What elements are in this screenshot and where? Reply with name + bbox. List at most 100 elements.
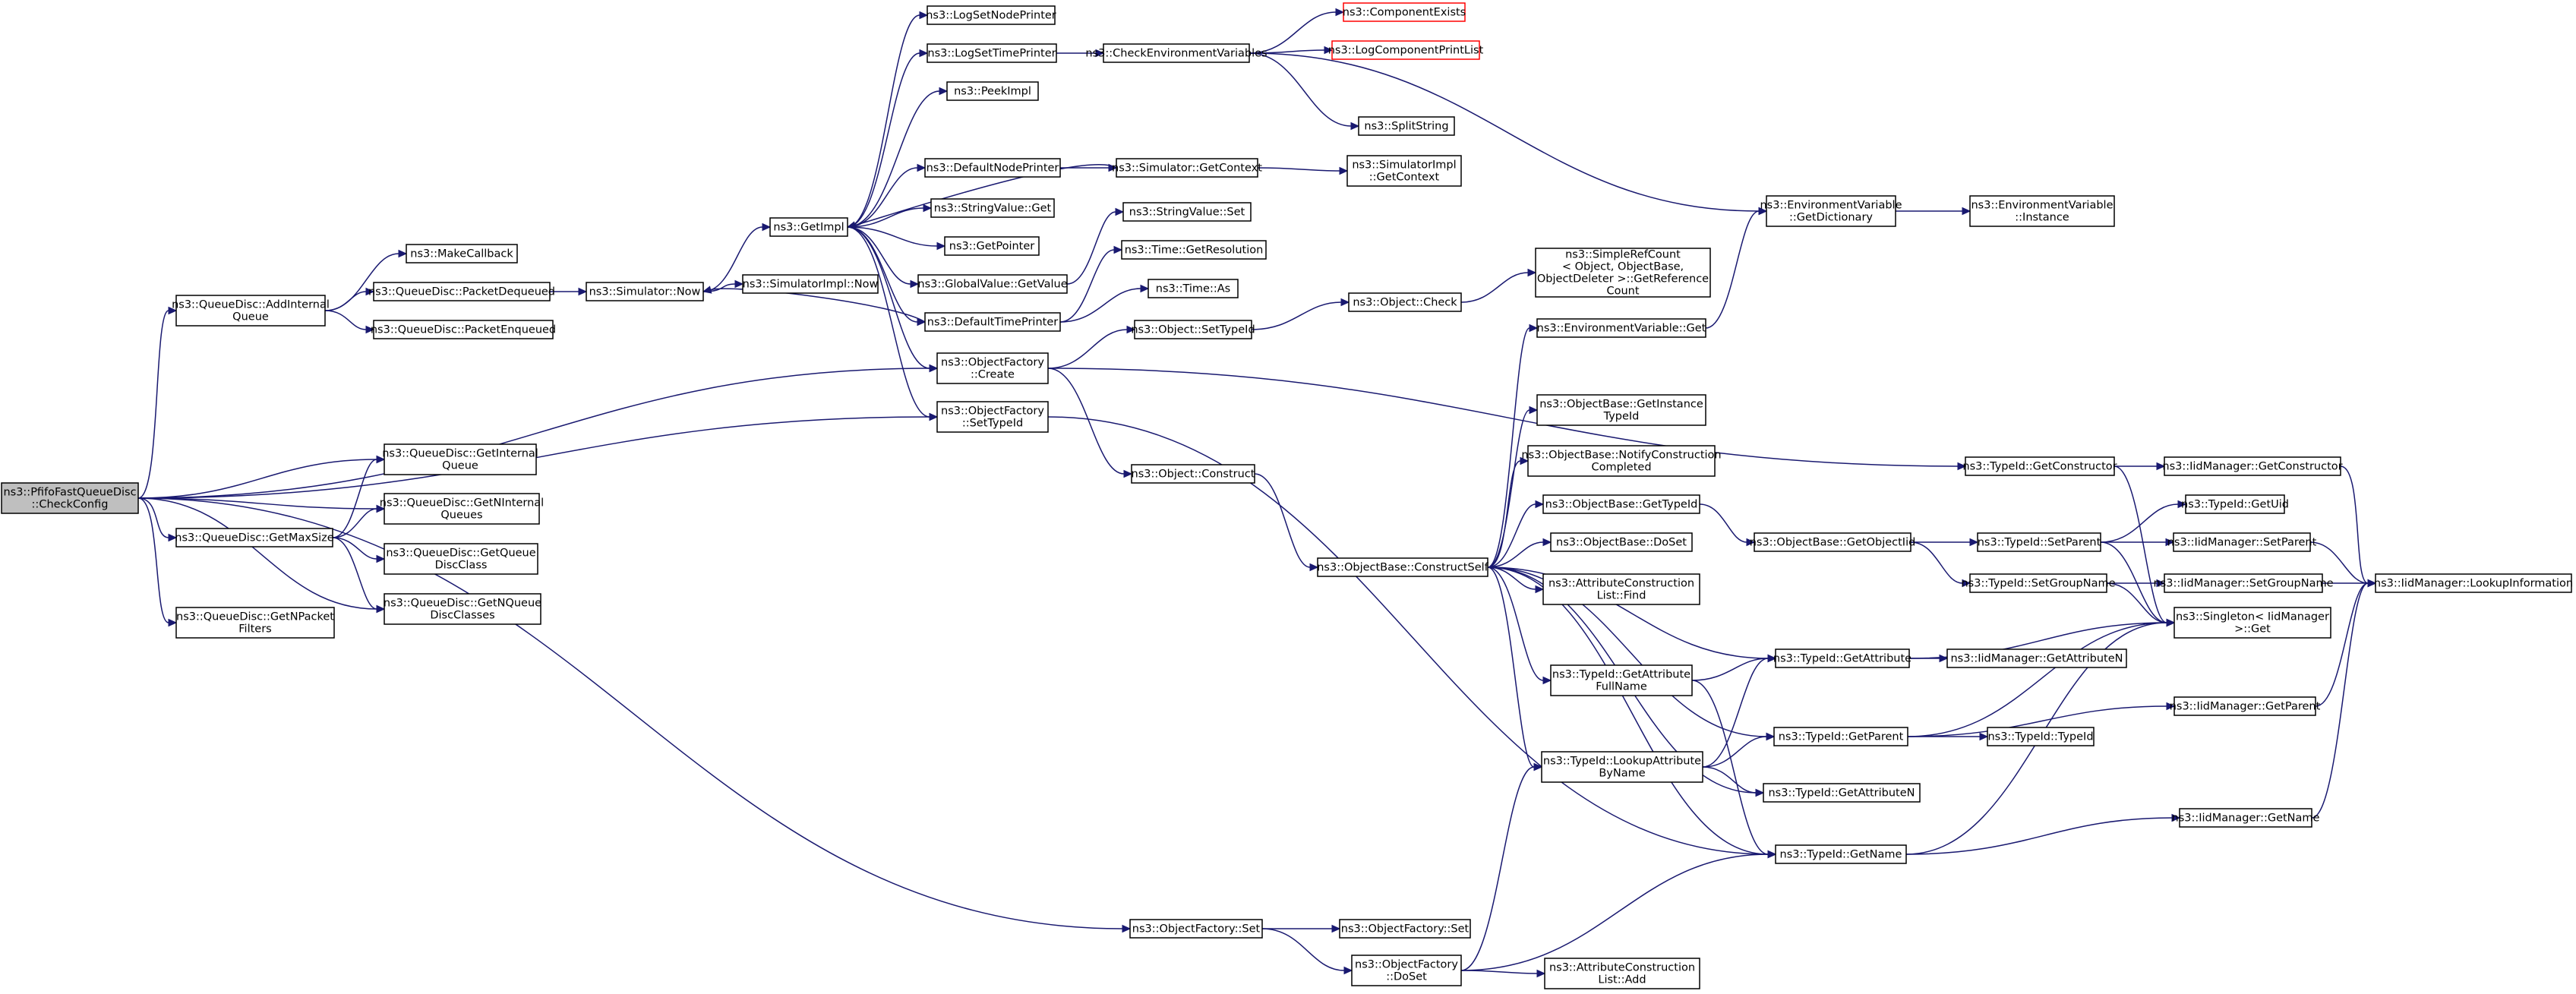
node-box[interactable] <box>1103 43 1250 63</box>
node-box[interactable] <box>1775 648 1910 668</box>
function-node[interactable]: ns3::Time::GetResolution <box>1121 240 1267 260</box>
node-box[interactable] <box>175 528 333 547</box>
function-node[interactable]: ns3::ComponentExists <box>1343 2 1466 22</box>
function-node[interactable]: ns3::ObjectBase::NotifyConstructionCompl… <box>1521 445 1722 477</box>
node-box[interactable] <box>1773 727 1908 746</box>
function-node[interactable]: ns3::EnvironmentVariable::Instance <box>1969 195 2115 227</box>
function-node[interactable]: ns3::TypeId::GetConstructor <box>1962 456 2117 476</box>
function-node[interactable]: ns3::LogSetNodePrinter <box>926 5 1056 25</box>
node-box[interactable] <box>1987 727 2095 746</box>
node-box[interactable] <box>2164 573 2323 593</box>
node-box[interactable] <box>1754 532 1911 552</box>
node-box[interactable] <box>373 320 554 339</box>
function-node[interactable]: ns3::SimulatorImpl::Now <box>742 274 879 294</box>
function-node[interactable]: ns3::QueueDisc::PacketDequeued <box>368 282 555 301</box>
node-box[interactable] <box>1317 557 1488 577</box>
function-node[interactable]: ns3::IidManager::GetConstructor <box>2162 456 2343 476</box>
node-box[interactable] <box>1339 919 1471 939</box>
function-node[interactable]: ns3::SimulatorImpl::GetContext <box>1346 155 1462 187</box>
function-node[interactable]: ns3::CheckEnvironmentVariables <box>1085 43 1267 63</box>
function-node[interactable]: ns3::ObjectBase::GetObjectIid <box>1750 532 1916 552</box>
node-box[interactable] <box>1550 664 1693 696</box>
node-box[interactable] <box>384 593 541 625</box>
node-box[interactable] <box>1131 464 1255 484</box>
function-node[interactable]: ns3::ObjectFactory::DoSet <box>1351 955 1462 986</box>
node-box[interactable] <box>946 81 1039 101</box>
function-node[interactable]: ns3::Object::Check <box>1348 292 1462 312</box>
function-node[interactable]: ns3::TypeId::GetAttribute <box>1773 648 1911 668</box>
node-box[interactable] <box>1122 202 1252 222</box>
function-node[interactable]: ns3::IidManager::GetName <box>2172 808 2320 828</box>
node-box[interactable] <box>936 352 1049 384</box>
node-box[interactable] <box>1766 195 1896 227</box>
node-box[interactable] <box>936 401 1049 433</box>
function-node[interactable]: ns3::SimpleRefCount< Object, ObjectBase,… <box>1535 248 1711 298</box>
function-node[interactable]: ns3::ObjectBase::ConstructSelf <box>1317 557 1489 577</box>
node-box[interactable] <box>2179 808 2312 828</box>
function-node[interactable]: ns3::QueueDisc::GetMaxSize <box>175 528 334 547</box>
node-box[interactable] <box>384 443 537 475</box>
node-box[interactable] <box>924 158 1061 178</box>
node-box[interactable] <box>2164 456 2341 476</box>
function-node[interactable]: ns3::LogComponentPrintList <box>1328 40 1484 60</box>
function-node[interactable]: ns3::DefaultTimePrinter <box>924 312 1061 332</box>
function-node[interactable]: ns3::TypeId::GetParent <box>1773 727 1908 746</box>
node-box[interactable] <box>1331 40 1480 60</box>
node-box[interactable] <box>1536 318 1706 338</box>
node-box[interactable] <box>384 493 540 525</box>
function-node[interactable]: ns3::IidManager::SetGroupName <box>2153 573 2334 593</box>
node-box[interactable] <box>1541 751 1703 783</box>
node-box[interactable] <box>2173 532 2311 552</box>
node-box[interactable] <box>175 607 335 639</box>
function-node[interactable]: ns3::IidManager::SetParent <box>2167 532 2317 552</box>
node-box[interactable] <box>1129 919 1263 939</box>
node-box[interactable] <box>1536 394 1706 426</box>
node-box[interactable] <box>373 282 551 301</box>
function-node[interactable]: ns3::ObjectFactory::Set <box>1339 919 1471 939</box>
function-node[interactable]: ns3::LogSetTimePrinter <box>927 43 1057 63</box>
node-box[interactable] <box>927 43 1057 63</box>
node-box[interactable] <box>1535 248 1711 298</box>
node-box[interactable] <box>917 274 1068 294</box>
node-box[interactable] <box>1116 158 1258 178</box>
node-box[interactable] <box>2174 696 2316 716</box>
node-box[interactable] <box>1 482 139 514</box>
node-box[interactable] <box>769 217 848 237</box>
function-node[interactable]: ns3::SplitString <box>1358 116 1455 136</box>
node-box[interactable] <box>742 274 879 294</box>
function-node[interactable]: ns3::TypeId::TypeId <box>1987 727 2095 746</box>
function-node[interactable]: ns3::MakeCallback <box>406 244 518 263</box>
function-node[interactable]: ns3::TypeId::GetAttributeN <box>1763 783 1921 803</box>
node-box[interactable] <box>1965 456 2115 476</box>
node-box[interactable] <box>1542 573 1700 605</box>
function-node[interactable]: ns3::EnvironmentVariable::Get <box>1536 318 1706 338</box>
function-node[interactable]: ns3::EnvironmentVariable::GetDictionary <box>1760 195 1902 227</box>
function-node[interactable]: ns3::DefaultNodePrinter <box>924 158 1061 178</box>
node-box[interactable] <box>924 312 1061 332</box>
node-box[interactable] <box>1343 2 1466 22</box>
node-box[interactable] <box>1346 155 1462 187</box>
node-box[interactable] <box>1542 494 1700 514</box>
function-node[interactable]: ns3::GetImpl <box>769 217 848 237</box>
node-box[interactable] <box>1977 532 2101 552</box>
function-node[interactable]: ns3::TypeId::SetGroupName <box>1961 573 2116 593</box>
node-box[interactable] <box>927 5 1056 25</box>
node-box[interactable] <box>1134 320 1252 339</box>
node-box[interactable] <box>944 236 1040 256</box>
node-box[interactable] <box>586 282 704 301</box>
node-box[interactable] <box>1121 240 1267 260</box>
node-box[interactable] <box>2185 494 2285 514</box>
function-node[interactable]: ns3::TypeId::GetUid <box>2181 494 2289 514</box>
node-box[interactable] <box>1544 958 1700 989</box>
node-box[interactable] <box>1527 445 1716 477</box>
function-node[interactable]: ns3::Simulator::Now <box>586 282 704 301</box>
